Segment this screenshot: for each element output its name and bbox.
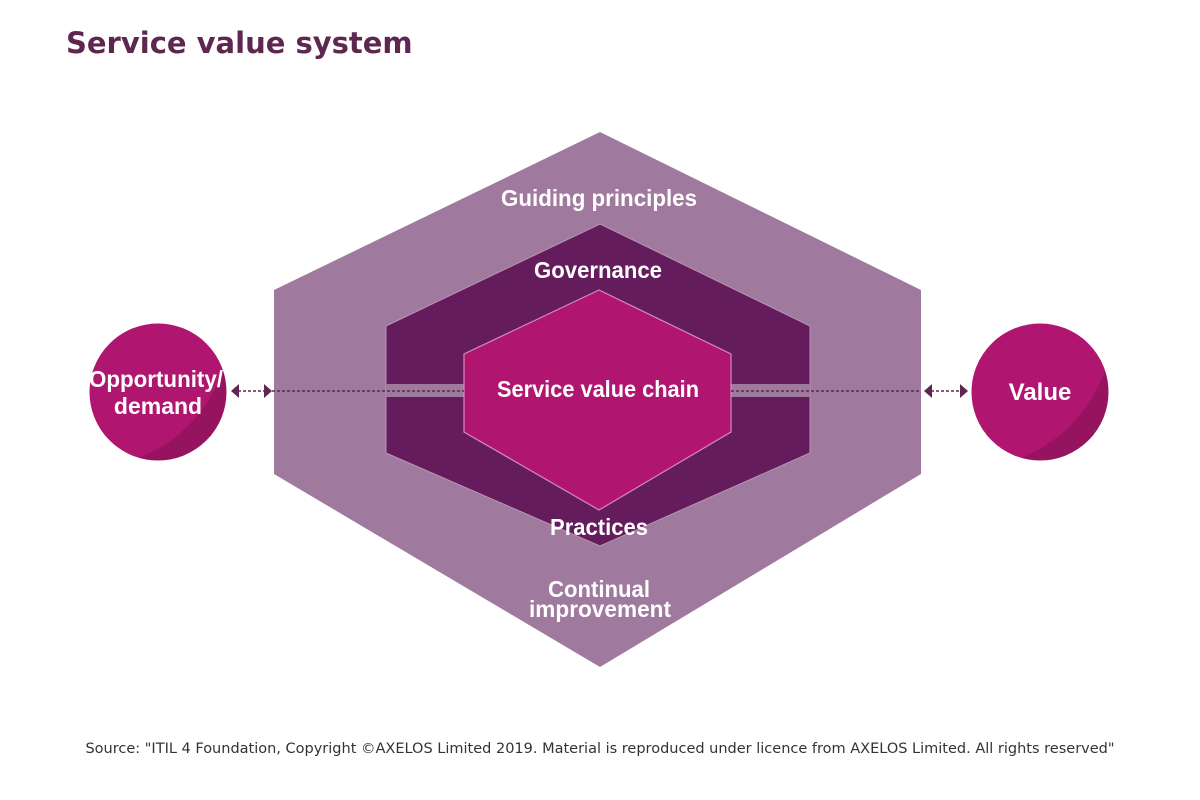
- double-arrow-left-icon: [231, 384, 272, 398]
- opportunity-demand-label-line-1: Opportunity/: [89, 366, 224, 392]
- value-circle: [970, 322, 1110, 462]
- continual-improvement-label-line-2: improvement: [529, 596, 671, 622]
- flow-band-left: [386, 384, 466, 397]
- source-citation: Source: "ITIL 4 Foundation, Copyright ©A…: [85, 741, 1115, 757]
- governance-label: Governance: [534, 257, 662, 283]
- service-value-chain-label: Service value chain: [497, 376, 699, 402]
- opportunity-demand-circle: [88, 322, 228, 462]
- continual-improvement-label-line-1: Continual: [548, 576, 650, 602]
- flow-band-right: [730, 384, 810, 397]
- page-title: Service value system: [66, 26, 413, 60]
- practices-label: Practices: [550, 514, 648, 540]
- value-label: Value: [1009, 379, 1072, 406]
- guiding-principles-label: Guiding principles: [501, 185, 697, 211]
- double-arrow-right-icon: [924, 384, 968, 398]
- opportunity-demand-label-line-2: demand: [114, 393, 202, 419]
- inner-hexagon: [463, 289, 732, 511]
